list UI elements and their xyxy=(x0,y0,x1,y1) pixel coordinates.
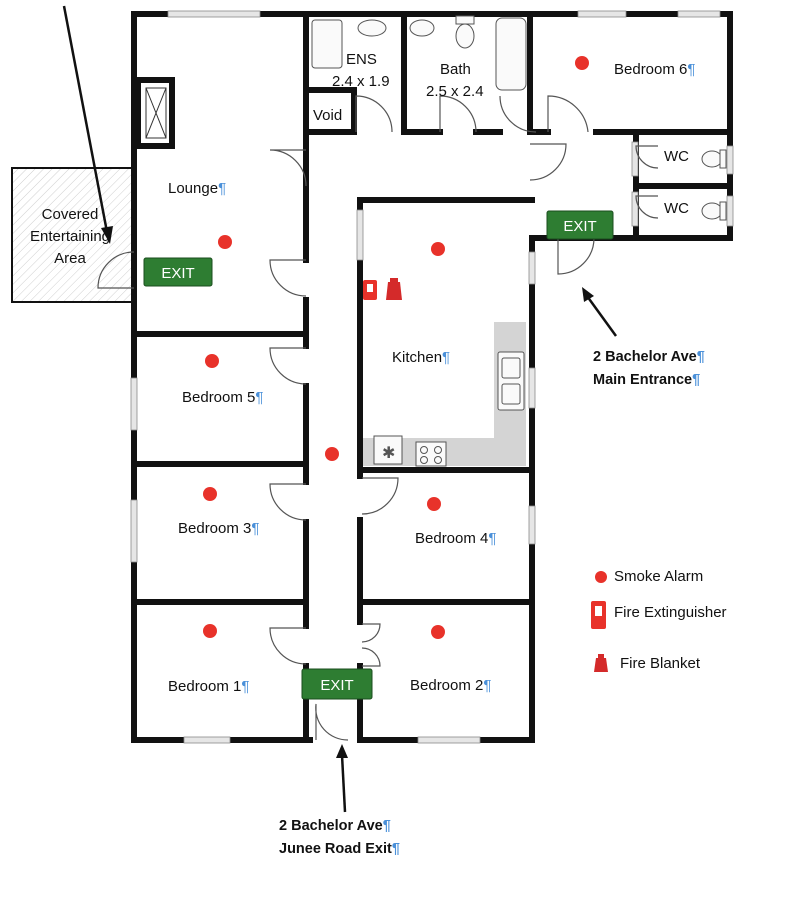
smoke-alarm-icon xyxy=(205,354,219,368)
smoke-alarm-icon xyxy=(218,235,232,249)
legend-smoke-alarm: Smoke Alarm xyxy=(614,568,703,585)
toilet-icon xyxy=(701,150,723,168)
junee-exit-line2: Junee Road Exit¶ xyxy=(279,841,400,857)
arrow-covered-area xyxy=(62,5,109,233)
exit-sign-east: EXIT xyxy=(546,210,614,240)
void-label: Void xyxy=(313,107,342,124)
bedroom6-label: Bedroom 6¶ xyxy=(614,61,695,78)
ens-label: ENS xyxy=(346,51,377,68)
covered-area xyxy=(11,167,135,303)
smoke-alarm-icon xyxy=(595,571,607,583)
fire-blanket-icon xyxy=(386,282,402,300)
fan-icon: ✱ xyxy=(382,443,395,462)
bedroom5-label: Bedroom 5¶ xyxy=(182,389,263,406)
bath-size: 2.5 x 2.4 xyxy=(426,83,484,100)
arrow-junee-exit xyxy=(340,754,347,813)
smoke-alarm-icon xyxy=(427,497,441,511)
toilet-icon xyxy=(701,202,723,220)
legend: Smoke Alarm Fire Extinguisher Fire Blank… xyxy=(591,568,727,672)
smoke-alarm-icon xyxy=(203,487,217,501)
smoke-alarm-icon xyxy=(203,624,217,638)
stove-icon xyxy=(415,441,447,467)
bathtub-icon xyxy=(495,17,527,91)
junee-exit-line1: 2 Bachelor Ave¶ xyxy=(279,818,391,834)
covered-label-line1: Covered xyxy=(42,206,99,223)
shower-icon xyxy=(311,19,343,69)
arrow-head-icon xyxy=(101,226,113,244)
main-entrance-line1: 2 Bachelor Ave¶ xyxy=(593,349,705,365)
bedroom3-label: Bedroom 3¶ xyxy=(178,520,259,537)
bath-label: Bath xyxy=(440,61,471,78)
bedroom1-label: Bedroom 1¶ xyxy=(168,678,249,695)
main-entrance-line2: Main Entrance¶ xyxy=(593,372,700,388)
cooktop-icon xyxy=(373,435,403,465)
windows xyxy=(130,10,734,744)
exit-label: EXIT xyxy=(563,218,596,235)
smoke-alarm-icon xyxy=(575,56,589,70)
bedroom2-label: Bedroom 2¶ xyxy=(410,677,491,694)
legend-fire-blanket: Fire Blanket xyxy=(620,655,701,672)
arrows xyxy=(62,5,618,813)
exit-label: EXIT xyxy=(320,677,353,694)
doors xyxy=(97,95,659,741)
arrow-main-entrance xyxy=(585,295,618,337)
closet-cross-icon xyxy=(145,87,167,139)
covered-label-line2: Entertaining xyxy=(30,228,110,245)
ens-size: 2.4 x 1.9 xyxy=(332,73,390,90)
legend-fire-extinguisher: Fire Extinguisher xyxy=(614,604,727,621)
covered-label-line3: Area xyxy=(54,250,86,267)
smoke-alarm-icon xyxy=(431,625,445,639)
fixtures xyxy=(311,15,727,467)
basin-icon xyxy=(357,19,387,37)
kitchen-fire-equipment xyxy=(363,278,402,300)
exit-sign-south: EXIT xyxy=(301,668,373,700)
kitchen-label: Kitchen¶ xyxy=(392,349,450,366)
bedroom4-label: Bedroom 4¶ xyxy=(415,530,496,547)
smoke-alarm-icon xyxy=(431,242,445,256)
wc1-label: WC xyxy=(664,148,689,165)
smoke-alarm-icon xyxy=(325,447,339,461)
wc2-label: WC xyxy=(664,200,689,217)
toilet-icon xyxy=(455,15,475,25)
lounge-label: Lounge¶ xyxy=(168,180,226,197)
arrow-head-icon xyxy=(582,287,594,302)
exit-label: EXIT xyxy=(161,265,194,282)
arrow-head-icon xyxy=(336,744,348,758)
basin-icon xyxy=(409,19,435,37)
exit-sign-lounge: EXIT xyxy=(143,257,213,287)
fire-blanket-icon xyxy=(594,658,608,672)
smoke-alarms xyxy=(203,56,589,639)
